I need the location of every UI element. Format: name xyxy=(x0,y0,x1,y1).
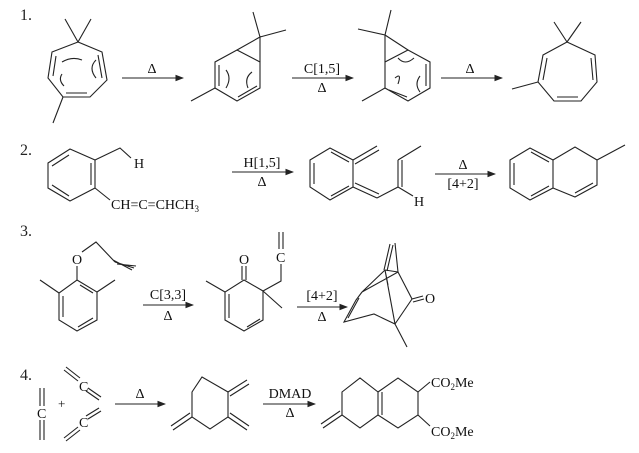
molecule-cycloheptatriene-product xyxy=(511,21,598,102)
svg-text:O: O xyxy=(72,253,82,268)
svg-text:Δ: Δ xyxy=(163,309,172,324)
molecule-diester-product: CO2Me CO2Me xyxy=(320,376,474,441)
svg-text:H: H xyxy=(414,195,424,210)
reaction-arrow: [4+2] Δ xyxy=(297,289,349,325)
reaction-number: 3. xyxy=(20,223,32,240)
reaction-arrow: Δ [4+2] xyxy=(435,158,497,192)
svg-text:CO2Me: CO2Me xyxy=(431,425,474,441)
svg-text:Δ: Δ xyxy=(257,175,266,190)
reaction-number: 2. xyxy=(20,142,32,159)
molecule-norcaradiene xyxy=(190,11,287,102)
svg-text:O: O xyxy=(239,253,249,268)
reaction-arrow: Δ xyxy=(441,62,504,82)
svg-text:Δ: Δ xyxy=(465,62,474,77)
reaction-arrow: Δ xyxy=(122,62,185,82)
reaction-arrow: C[1,5] Δ xyxy=(292,62,355,96)
molecule-tricyclic-ketone: O xyxy=(342,242,435,348)
reaction-arrow: H[1,5] Δ xyxy=(232,156,295,190)
svg-text:Δ: Δ xyxy=(135,387,144,402)
molecule-dimethylcycloheptatriene xyxy=(47,18,108,124)
svg-text:H: H xyxy=(134,157,144,172)
svg-text:C: C xyxy=(79,380,88,395)
svg-text:CO2Me: CO2Me xyxy=(431,376,474,392)
svg-text:Δ: Δ xyxy=(317,310,326,325)
svg-text:DMAD: DMAD xyxy=(269,387,312,402)
allene-monomers: C + C C xyxy=(37,366,102,442)
svg-text:CH=C=CHCH3: CH=C=CHCH3 xyxy=(111,198,199,214)
svg-text:[4+2]: [4+2] xyxy=(447,177,478,192)
svg-text:Δ: Δ xyxy=(458,158,467,173)
reaction-arrow: DMAD Δ xyxy=(263,387,317,421)
molecule-trimethylenecyclohexane xyxy=(170,376,250,431)
svg-text:C: C xyxy=(79,416,88,431)
svg-text:[4+2]: [4+2] xyxy=(306,289,337,304)
reaction-arrow: C[3,3] Δ xyxy=(143,288,195,324)
molecule-o-xylylene: H xyxy=(309,145,424,210)
reaction-arrow: Δ xyxy=(115,387,167,408)
molecule-dihydronaphthalene xyxy=(509,144,626,201)
svg-text:Δ: Δ xyxy=(147,62,156,77)
electron-arrows xyxy=(59,57,97,87)
molecule-aryl-propargyl-ether: O xyxy=(39,241,137,332)
svg-text:H[1,5]: H[1,5] xyxy=(244,156,281,171)
reaction-number: 1. xyxy=(20,7,32,24)
molecule-norcaradiene-shifted xyxy=(357,9,431,102)
svg-text:C[1,5]: C[1,5] xyxy=(304,62,340,77)
svg-text:C[3,3]: C[3,3] xyxy=(150,288,186,303)
svg-text:Δ: Δ xyxy=(317,81,326,96)
reaction-number: 4. xyxy=(20,367,32,384)
svg-text:+: + xyxy=(58,396,65,411)
svg-text:C: C xyxy=(276,251,285,266)
svg-text:C: C xyxy=(37,407,46,422)
svg-text:Δ: Δ xyxy=(285,406,294,421)
molecule-allenyl-toluene: H CH=C=CHCH3 xyxy=(47,147,199,214)
svg-text:O: O xyxy=(425,292,435,307)
molecule-dienone: O C xyxy=(205,232,285,332)
